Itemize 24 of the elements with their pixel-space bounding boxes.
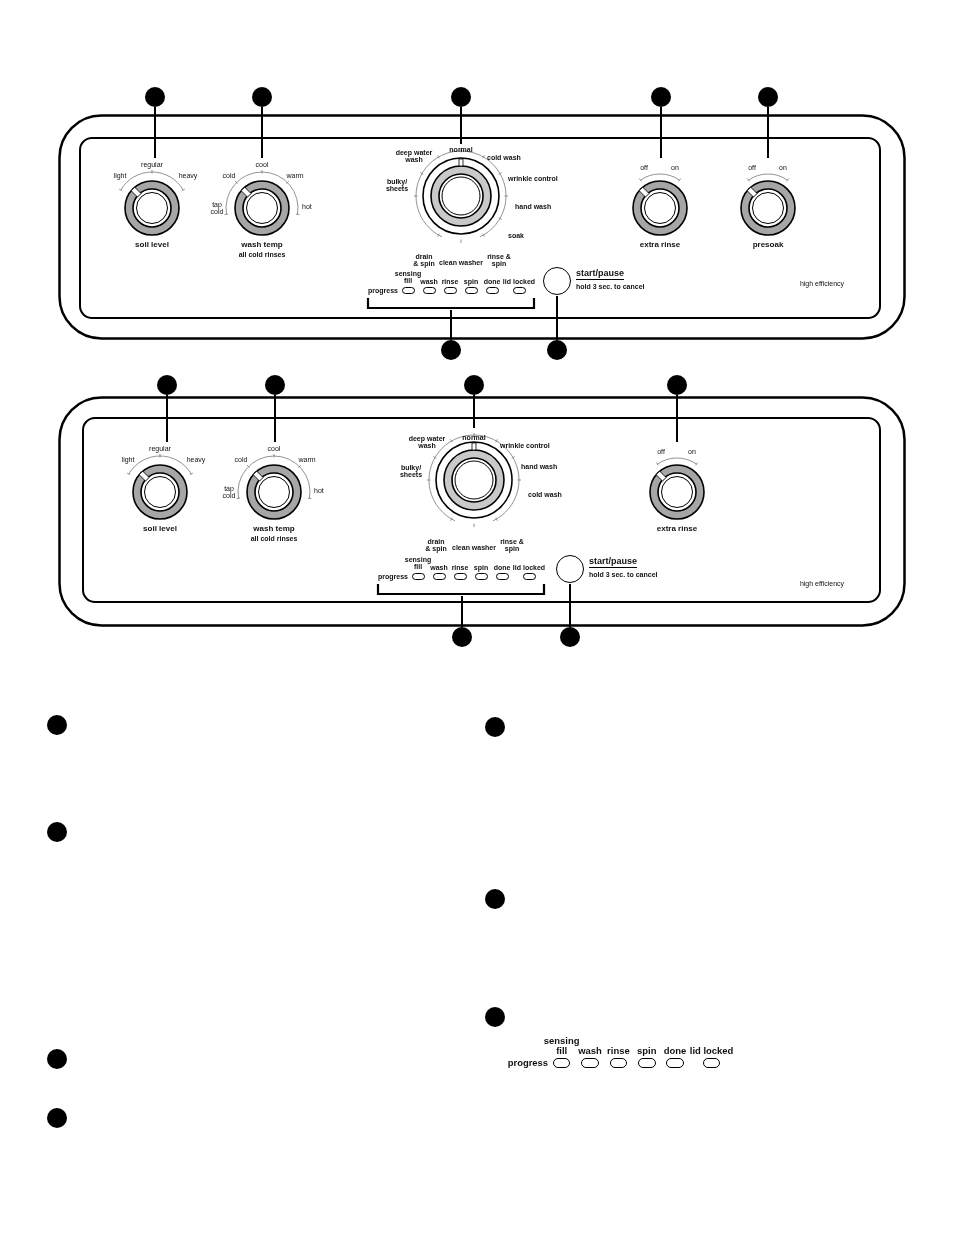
leader-line	[274, 394, 276, 443]
control-label: soil level	[143, 525, 177, 534]
leader-line	[166, 394, 168, 443]
indicator-label: rinse	[607, 1045, 630, 1056]
indicator-label: spin	[637, 1045, 657, 1056]
indicator-label: done	[663, 1045, 687, 1056]
button-label: start/pause	[589, 557, 638, 569]
leader-line	[261, 106, 263, 159]
progress-label: progress	[507, 1058, 549, 1068]
leader-line	[676, 394, 678, 443]
indicator-label: wash	[578, 1045, 602, 1056]
button-label: start/pause	[576, 269, 625, 281]
control-label: soil level	[135, 241, 169, 250]
control-label: wash temp	[253, 525, 295, 534]
control-label: extra rinse	[639, 241, 681, 250]
leader-line	[460, 106, 462, 145]
leader-line	[767, 106, 769, 159]
leader-line	[660, 106, 662, 159]
control-label: presoak	[752, 241, 784, 250]
indicator-label: lid locked	[689, 1045, 734, 1056]
control-label: wash temp	[241, 241, 283, 250]
leader-line	[154, 106, 156, 159]
control-label: extra rinse	[656, 525, 698, 534]
leader-line	[473, 394, 475, 429]
